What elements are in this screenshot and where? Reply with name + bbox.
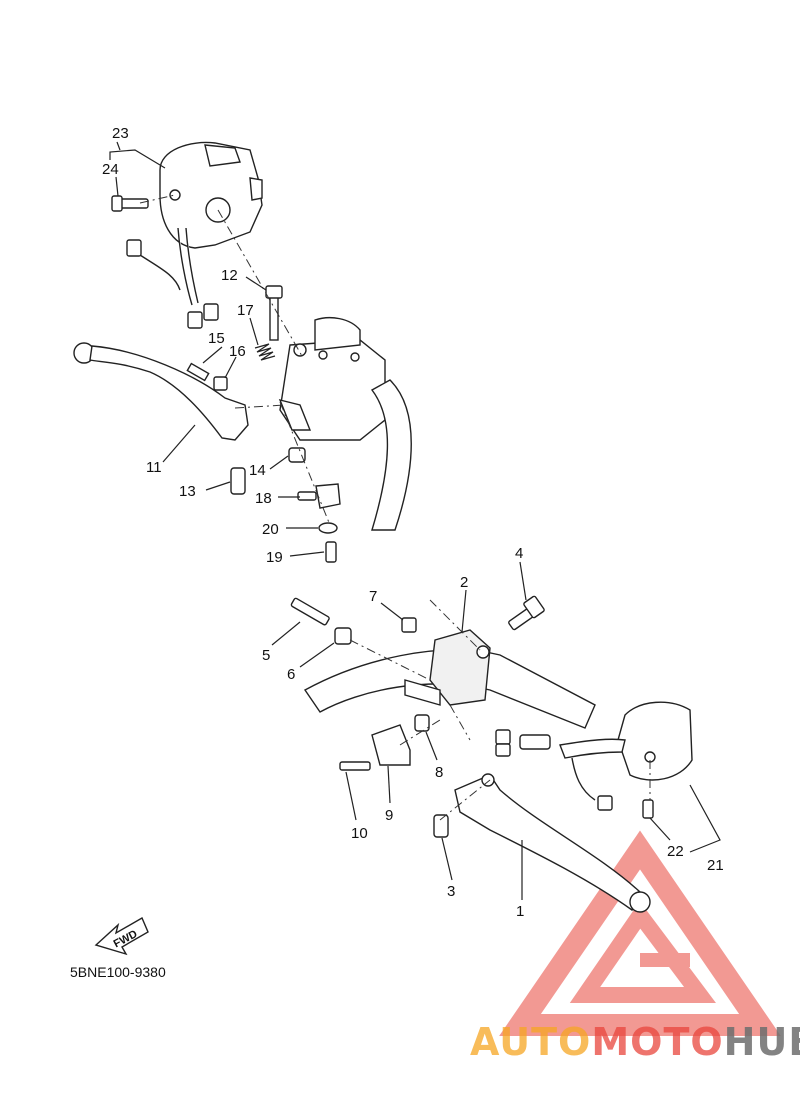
svg-text:AUTOMOTOHUB: AUTOMOTOHUB xyxy=(470,1020,800,1064)
callout-14: 14 xyxy=(249,462,266,479)
clutch-assembly xyxy=(290,595,693,913)
callout-2: 2 xyxy=(460,574,468,591)
master-cylinder xyxy=(254,285,412,563)
callout-6: 6 xyxy=(287,666,295,683)
watermark-text-auto: AUTO xyxy=(470,1020,591,1064)
callout-10: 10 xyxy=(351,825,368,842)
callout-5: 5 xyxy=(262,647,270,664)
fwd-arrow: FWD xyxy=(94,916,149,956)
center-lines xyxy=(139,194,651,821)
callout-17: 17 xyxy=(237,302,254,319)
callout-18: 18 xyxy=(255,490,272,507)
watermark-logo xyxy=(499,830,781,1036)
watermark-text-moto: MOTO xyxy=(591,1020,723,1064)
callout-19: 19 xyxy=(266,549,283,566)
callout-16: 16 xyxy=(229,343,246,360)
callout-13: 13 xyxy=(179,483,196,500)
brake-lever xyxy=(73,342,249,495)
watermark-text: AUTOMOTOHUB xyxy=(470,1020,800,1064)
right-switch-assembly xyxy=(111,141,263,329)
callout-20: 20 xyxy=(262,521,279,538)
callout-23: 23 xyxy=(112,125,129,142)
leader-lines xyxy=(109,141,721,900)
callout-7: 7 xyxy=(369,588,377,605)
callout-15: 15 xyxy=(208,330,225,347)
callout-22: 22 xyxy=(667,843,684,860)
callout-1: 1 xyxy=(516,903,524,920)
diagram-code: 5BNE100-9380 xyxy=(70,964,166,980)
callout-24: 24 xyxy=(102,161,119,178)
callout-labels: 1 2 3 4 5 6 7 8 9 10 11 12 13 14 15 16 1… xyxy=(102,125,724,920)
callout-12: 12 xyxy=(221,267,238,284)
watermark-text-hub: HUB xyxy=(724,1020,800,1064)
callout-4: 4 xyxy=(515,545,523,562)
callout-8: 8 xyxy=(435,764,443,781)
callout-3: 3 xyxy=(447,883,455,900)
callout-11: 11 xyxy=(146,459,162,476)
callout-9: 9 xyxy=(385,807,393,824)
callout-21: 21 xyxy=(707,857,724,874)
